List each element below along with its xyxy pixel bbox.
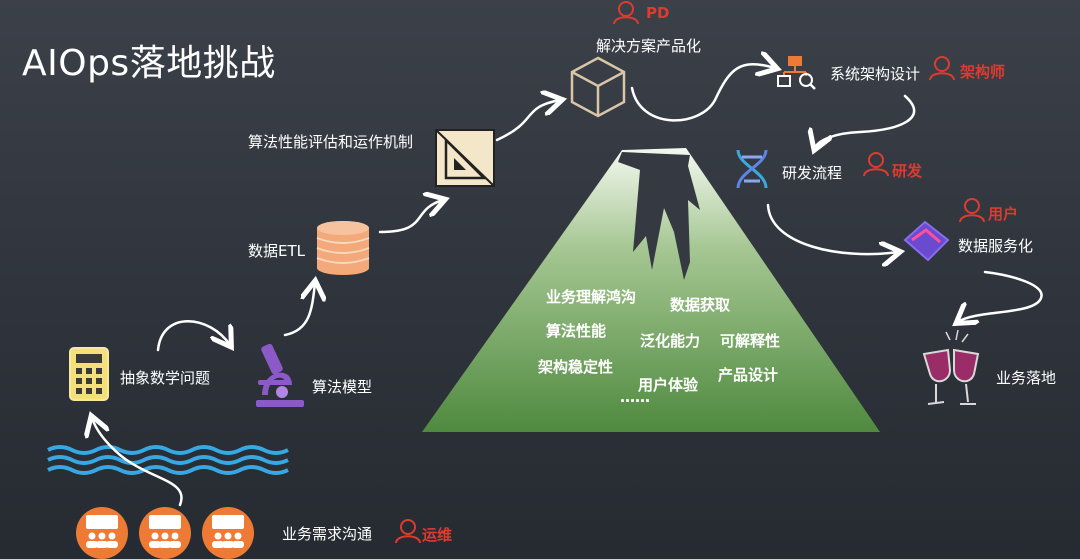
role-user: 用户	[988, 205, 1019, 223]
database-icon	[316, 221, 370, 275]
challenge-item: 数据获取	[670, 296, 731, 314]
challenge-item: 架构稳定性	[538, 358, 614, 376]
step-data-service: 数据服务化	[958, 237, 1034, 255]
role-architect: 架构师	[960, 63, 1006, 81]
person-icon	[395, 519, 421, 544]
team-meeting-icon	[76, 507, 128, 559]
step-eval-mechanism: 算法性能评估和运作机制	[248, 133, 414, 151]
architecture-search-icon	[777, 56, 816, 90]
mountain	[422, 148, 880, 432]
step-abstract-math: 抽象数学问题	[120, 369, 211, 387]
role-pd: PD	[646, 4, 670, 22]
challenge-item: 用户体验	[638, 376, 699, 394]
step-algorithm-model: 算法模型	[312, 378, 373, 396]
ops-team-icons	[76, 507, 254, 559]
team-meeting-icon	[139, 507, 191, 559]
person-icon	[613, 1, 639, 25]
step-rd-process: 研发流程	[782, 164, 843, 182]
person-icon	[863, 152, 889, 177]
step-sys-arch: 系统架构设计	[830, 65, 921, 83]
step-business-comm: 业务需求沟通	[282, 525, 373, 543]
dna-icon	[736, 149, 768, 189]
challenge-item: 产品设计	[718, 366, 779, 384]
team-meeting-icon	[202, 507, 254, 559]
challenge-item: 可解释性	[720, 332, 781, 350]
calculator-icon	[69, 347, 109, 401]
step-data-etl: 数据ETL	[248, 242, 305, 260]
water-waves	[47, 445, 289, 475]
microscope-icon	[256, 343, 304, 407]
challenge-item: 算法性能	[546, 322, 607, 340]
flow-arrows	[92, 64, 1043, 507]
role-ops: 运维	[422, 526, 453, 544]
person-icon	[929, 56, 955, 81]
person-icon	[959, 198, 985, 223]
challenge-item-ellipsis: ……	[620, 388, 650, 406]
step-business-landing: 业务落地	[996, 369, 1057, 387]
challenge-item: 业务理解鸿沟	[546, 288, 637, 306]
role-rd: 研发	[892, 162, 923, 180]
handshake-icon	[903, 220, 950, 262]
cube-icon	[570, 56, 626, 118]
challenge-item: 泛化能力	[640, 332, 701, 350]
cheers-glasses-icon	[922, 329, 980, 405]
page-title: AIOps落地挑战	[22, 43, 276, 84]
step-productize: 解决方案产品化	[596, 37, 702, 55]
set-square-icon	[435, 129, 495, 187]
